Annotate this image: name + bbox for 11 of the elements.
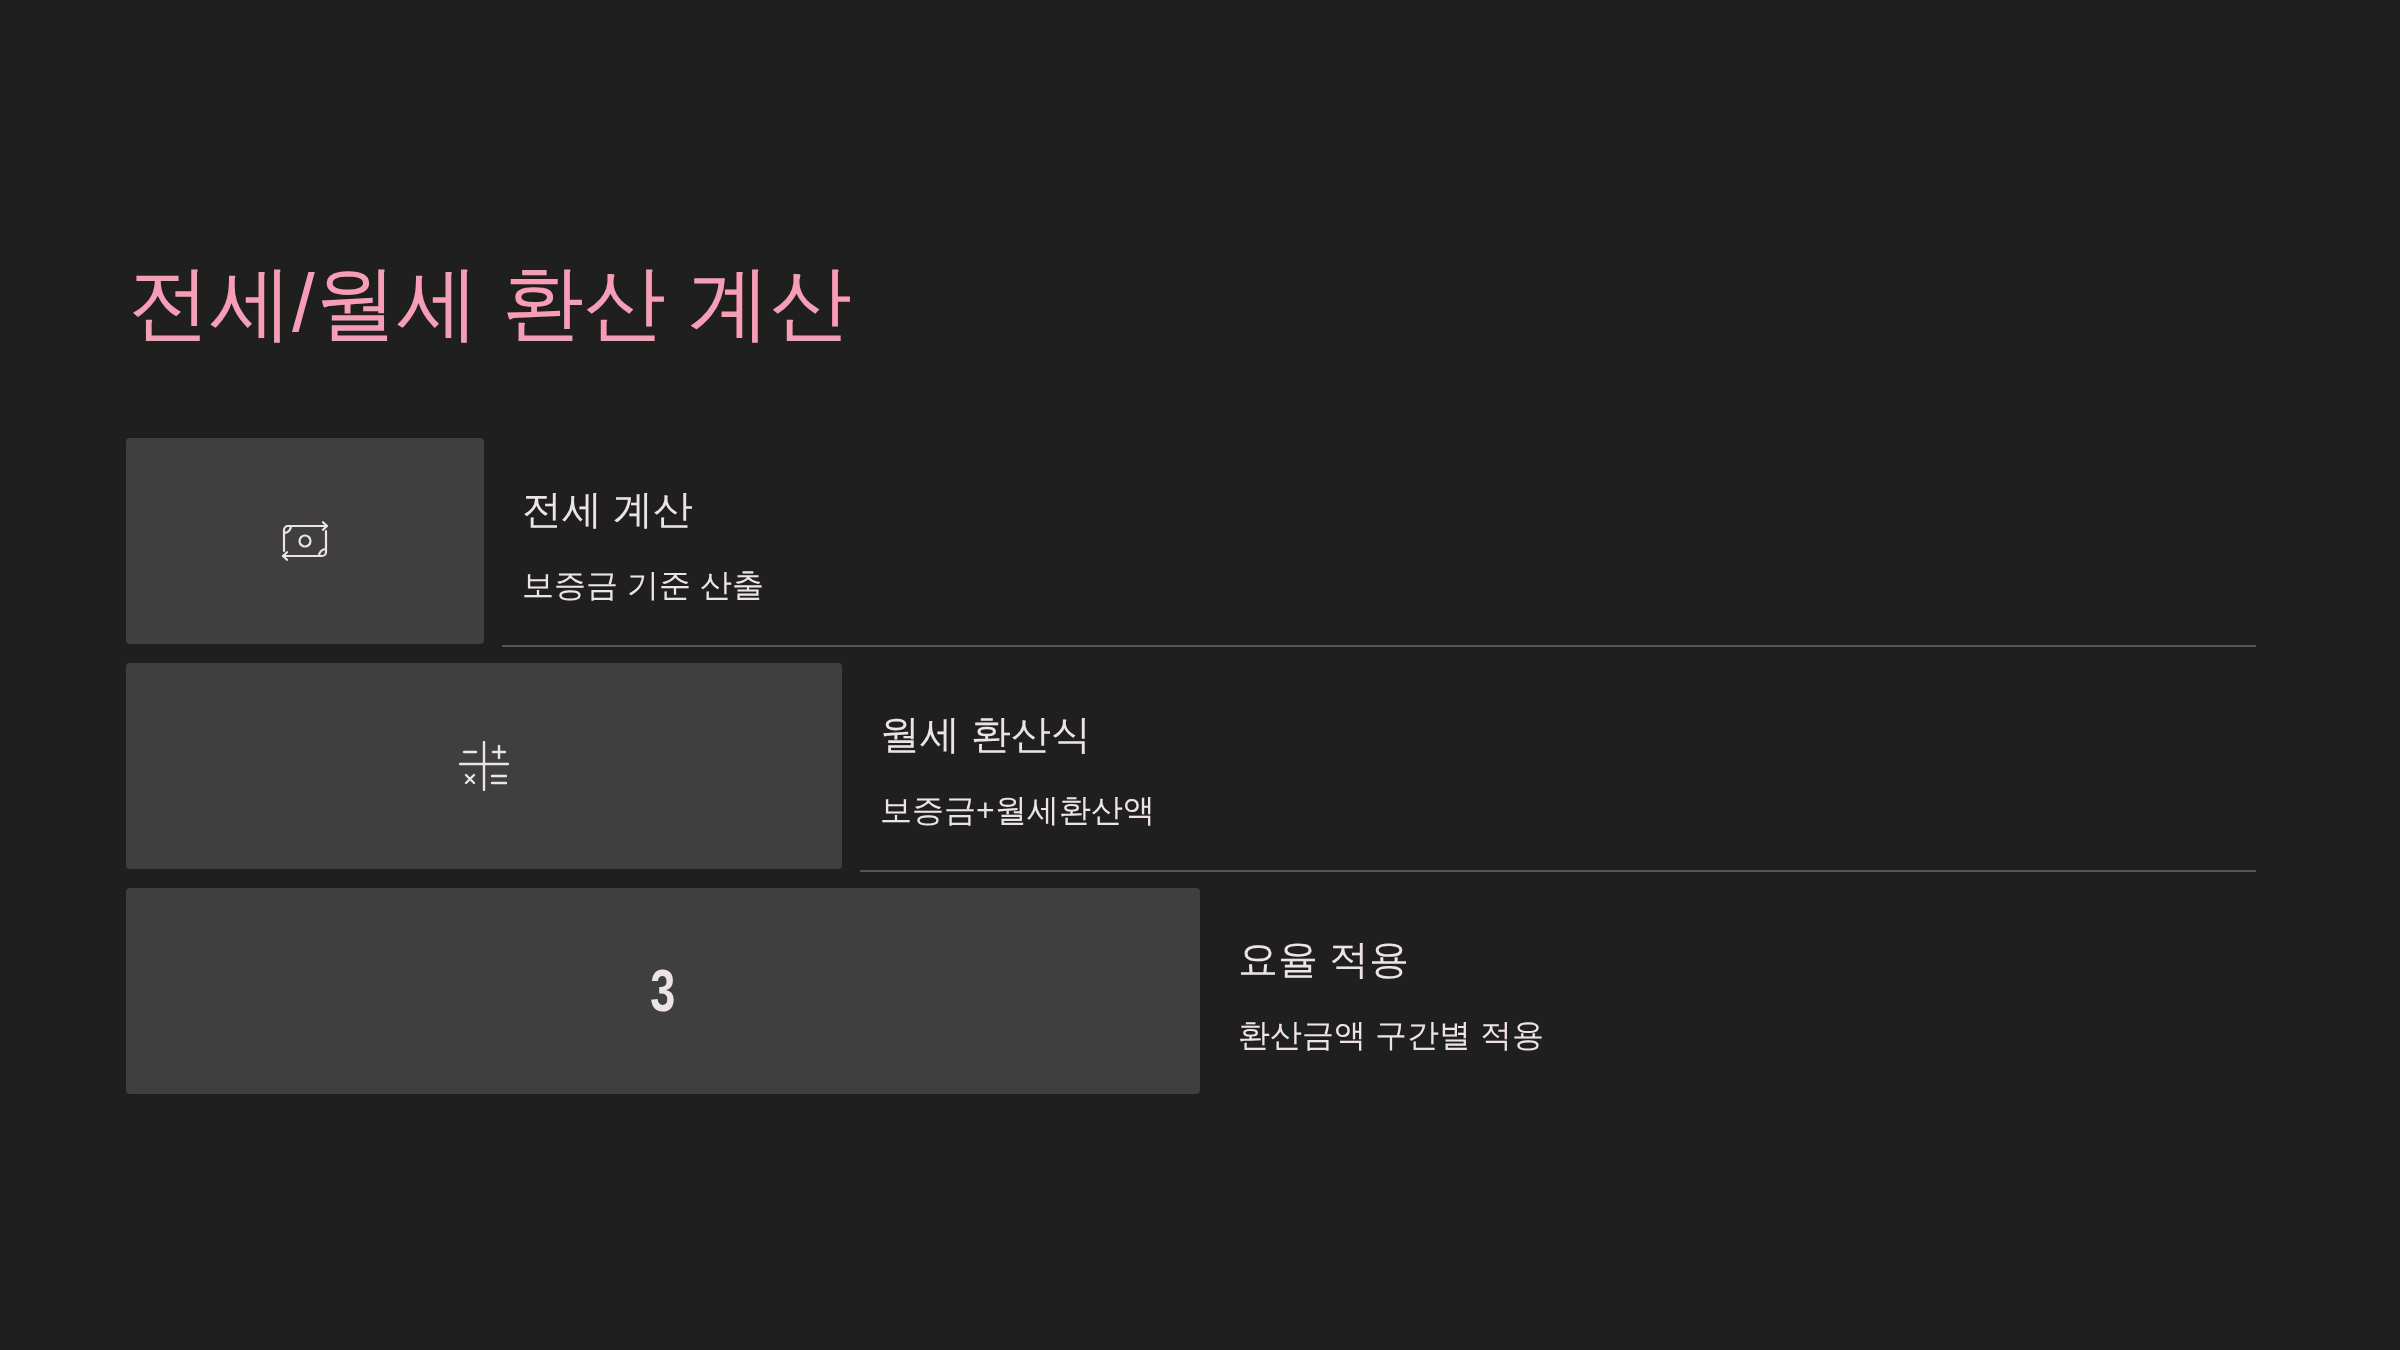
step-description: 환산금액 구간별 적용 xyxy=(1238,1019,1544,1051)
step-panel xyxy=(126,888,1200,1094)
step-description: 보증금 기준 산출 xyxy=(522,569,764,601)
page-title: 전세/월세 환산 계산 xyxy=(128,262,853,344)
step-title: 전세 계산 xyxy=(522,489,695,529)
step-title: 월세 환산식 xyxy=(880,714,1093,754)
step-number: 3 xyxy=(650,961,676,1021)
step-panel xyxy=(126,663,842,869)
step-panel xyxy=(126,438,484,644)
step-title: 요율 적용 xyxy=(1238,939,1411,979)
step-description: 보증금+월세환산액 xyxy=(880,794,1155,826)
